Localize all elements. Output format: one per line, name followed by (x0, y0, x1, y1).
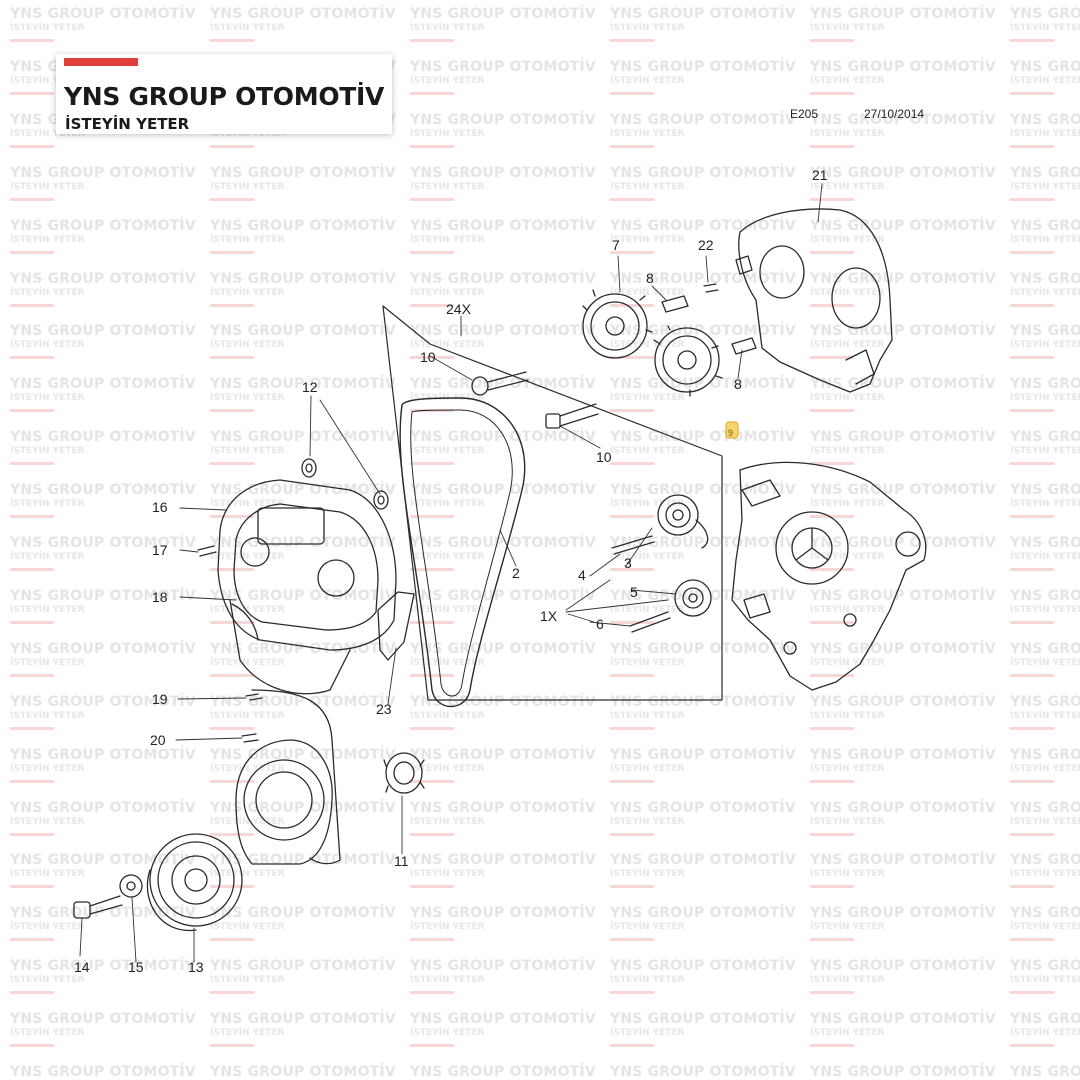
callout-8-bottom: 8 (734, 376, 742, 392)
callout-20: 20 (150, 732, 166, 748)
callout-21: 21 (812, 167, 828, 183)
part-9-highlight (725, 421, 739, 439)
callout-1x: 1X (540, 608, 558, 624)
oil-pump-housing (731, 461, 927, 691)
bolt-19 (245, 693, 263, 701)
callout-4: 4 (578, 567, 586, 583)
dowel-pins (661, 295, 757, 355)
rear-cover (229, 599, 351, 695)
callout-10-top: 10 (420, 349, 436, 365)
gear-bolts (471, 371, 599, 429)
camshaft-gears (582, 289, 723, 397)
callout-3: 3 (624, 555, 632, 571)
callout-9: 9 (728, 428, 733, 438)
callout-23: 23 (376, 701, 392, 717)
callout-2: 2 (512, 565, 520, 581)
brand-subtitle: İSTEYİN YETER (65, 115, 190, 133)
kit-outline-frame (382, 305, 723, 701)
timing-belt (399, 397, 526, 707)
cover-grommets (301, 458, 389, 510)
pulley-bolt (73, 895, 123, 919)
crankshaft-pulley (146, 833, 243, 932)
upper-front-cover (217, 479, 397, 651)
crank-gear (383, 752, 425, 794)
callout-16: 16 (152, 499, 168, 515)
drawing-code: E205 (790, 107, 818, 121)
callout-14: 14 (74, 959, 90, 975)
callout-18: 18 (152, 589, 168, 605)
callout-15: 15 (128, 959, 144, 975)
rear-timing-cover (735, 208, 893, 393)
callout-19: 19 (152, 691, 168, 707)
logo-accent-bar (64, 58, 138, 66)
callout-13: 13 (188, 959, 204, 975)
callout-12: 12 (302, 379, 318, 395)
cover-bracket (377, 591, 415, 661)
callout-11: 11 (394, 853, 409, 869)
callout-8-top: 8 (646, 270, 654, 286)
callout-24x: 24X (446, 301, 472, 317)
callout-6: 6 (596, 616, 604, 632)
bolt-20 (241, 733, 259, 743)
bolt-22 (703, 283, 719, 293)
lower-cover (235, 689, 341, 865)
belt-tensioner (611, 494, 709, 555)
brand-logo-card: YNS GROUP OTOMOTİV İSTEYİN YETER (56, 54, 392, 134)
callout-5: 5 (630, 584, 638, 600)
callout-10-bottom: 10 (596, 449, 612, 465)
callout-17: 17 (152, 542, 168, 558)
callout-7: 7 (612, 237, 620, 253)
callout-22: 22 (698, 237, 714, 253)
pulley-washer (119, 874, 143, 898)
brand-title: YNS GROUP OTOMOTİV (64, 82, 385, 111)
bolt-17 (197, 545, 217, 557)
drawing-date: 27/10/2014 (864, 107, 924, 121)
idler-pulley (629, 579, 712, 633)
